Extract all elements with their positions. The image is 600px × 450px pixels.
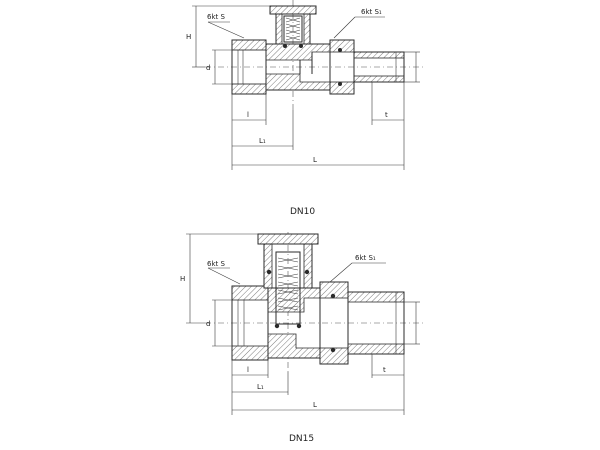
outlet-union	[329, 39, 405, 95]
caption-dn10: DN10	[290, 207, 315, 217]
dimensions-top	[192, 5, 420, 170]
hex-s-label: 6kt S	[207, 260, 225, 268]
valve-dn10: 6kt S 6kt S₁ H d l L₁ L t DN10	[186, 0, 425, 217]
hex-s1-label: 6kt S₁	[355, 254, 376, 262]
valve-dn15: 6kt S 6kt S₁ H d l L₁ L t DN15	[180, 232, 425, 444]
bonnet	[269, 5, 317, 48]
outlet-union	[319, 281, 405, 365]
dim-l-label: l	[247, 111, 249, 119]
dim-d-label: d	[206, 64, 210, 72]
dim-t-label: t	[383, 366, 386, 374]
center-body	[265, 43, 331, 91]
dim-l1-label: L₁	[259, 137, 266, 145]
dim-L-label: L	[313, 401, 317, 409]
caption-dn15: DN15	[289, 434, 314, 444]
dim-l-label: l	[247, 366, 249, 374]
dim-h-label: H	[186, 33, 191, 41]
hex-s-label: 6kt S	[207, 13, 225, 21]
dim-l1-label: L₁	[257, 383, 264, 391]
bonnet	[257, 233, 319, 329]
hex-s1-label: 6kt S₁	[361, 8, 382, 16]
dimensions-bottom	[186, 233, 420, 415]
dim-d-label: d	[206, 320, 210, 328]
dim-L-label: L	[313, 156, 317, 164]
dim-t-label: t	[385, 111, 388, 119]
dim-h-label: H	[180, 275, 185, 283]
